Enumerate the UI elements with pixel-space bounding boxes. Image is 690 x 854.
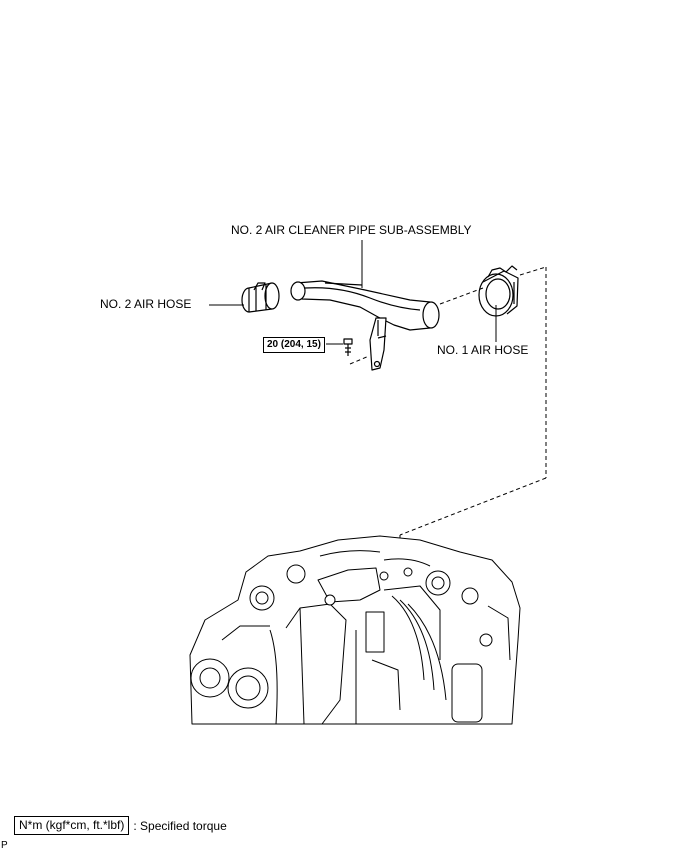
no2-air-hose-part (241, 282, 280, 313)
air-cleaner-pipe-part (290, 280, 440, 371)
no1-air-hose-part (478, 265, 519, 317)
torque-value-box: 20 (204, 15) (263, 337, 325, 353)
torque-legend: N*m (kgf*cm, ft.*lbf) : Specified torque (14, 816, 227, 835)
legend-description: : Specified torque (133, 818, 227, 833)
legend-unit-box: N*m (kgf*cm, ft.*lbf) (14, 816, 130, 835)
corner-mark: P (1, 840, 8, 851)
bolt-part (343, 338, 353, 356)
no1-air-hose-label: NO. 1 AIR HOSE (437, 343, 529, 357)
pipe-sub-assembly-label: NO. 2 AIR CLEANER PIPE SUB-ASSEMBLY (231, 223, 472, 237)
engine-assembly-part (189, 535, 521, 725)
no2-air-hose-label: NO. 2 AIR HOSE (100, 297, 192, 311)
